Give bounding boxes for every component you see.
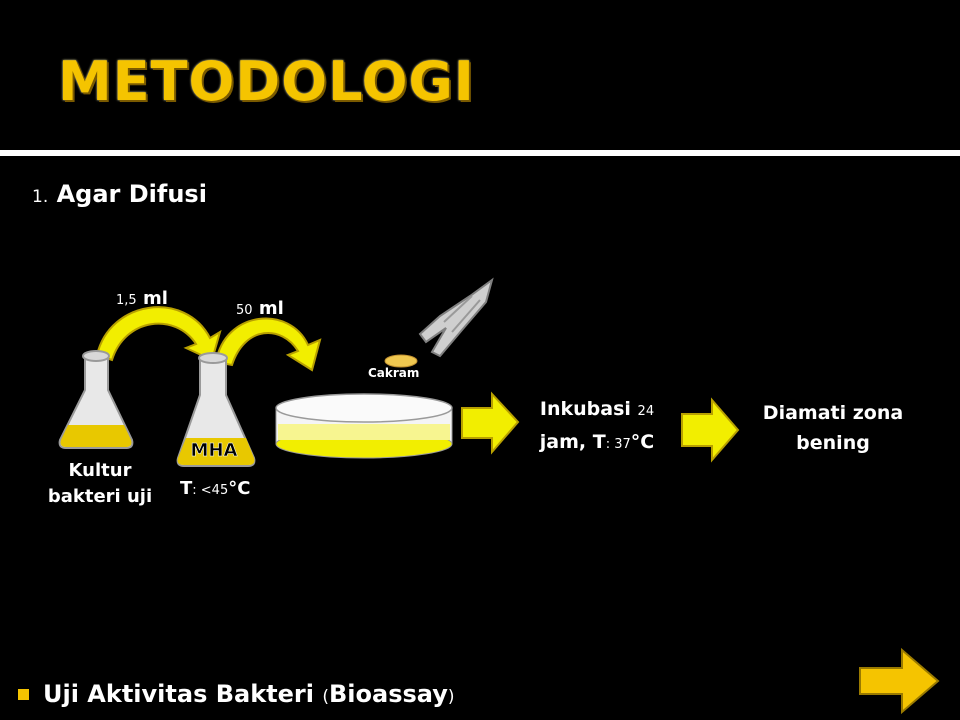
flask-culture-icon xyxy=(58,350,134,449)
next-slide-button[interactable] xyxy=(856,646,942,716)
transfer-1-label: 1,5 ml xyxy=(116,288,168,309)
flask-mha-temp: T: <45°C xyxy=(180,478,251,499)
flask-culture-label: Kultur bakteri uji xyxy=(47,460,153,507)
arrow-right-icon xyxy=(859,647,940,715)
curved-arrow-transfer-1 xyxy=(95,306,222,362)
incubation-step-label: Inkubasi 24 jam, T: 37°C xyxy=(539,398,655,453)
title-divider xyxy=(0,150,960,156)
paper-disk-icon xyxy=(384,354,418,368)
section-heading: 1. Agar Difusi xyxy=(32,180,207,208)
disk-label: Cakram xyxy=(368,366,420,380)
section-title: Agar Difusi xyxy=(56,180,207,208)
footer-bullet-text: Uji Aktivitas Bakteri (Bioassay) xyxy=(43,680,455,708)
flask-mha-label: MHA xyxy=(190,440,238,462)
footer-bullet: Uji Aktivitas Bakteri (Bioassay) xyxy=(18,680,455,708)
petri-dish-icon xyxy=(275,393,453,459)
bullet-square-icon xyxy=(18,688,29,700)
process-arrow-1 xyxy=(461,391,520,455)
slide-title: METODOLOGI xyxy=(58,50,475,113)
process-arrow-2 xyxy=(681,397,740,463)
curved-arrow-transfer-2 xyxy=(214,317,322,372)
transfer-2-label: 50 ml xyxy=(236,298,284,319)
flask-mha-icon xyxy=(176,352,256,467)
section-number: 1. xyxy=(32,187,49,207)
tweezers-icon xyxy=(418,277,494,358)
observation-step-label: Diamati zona bening xyxy=(762,402,904,454)
